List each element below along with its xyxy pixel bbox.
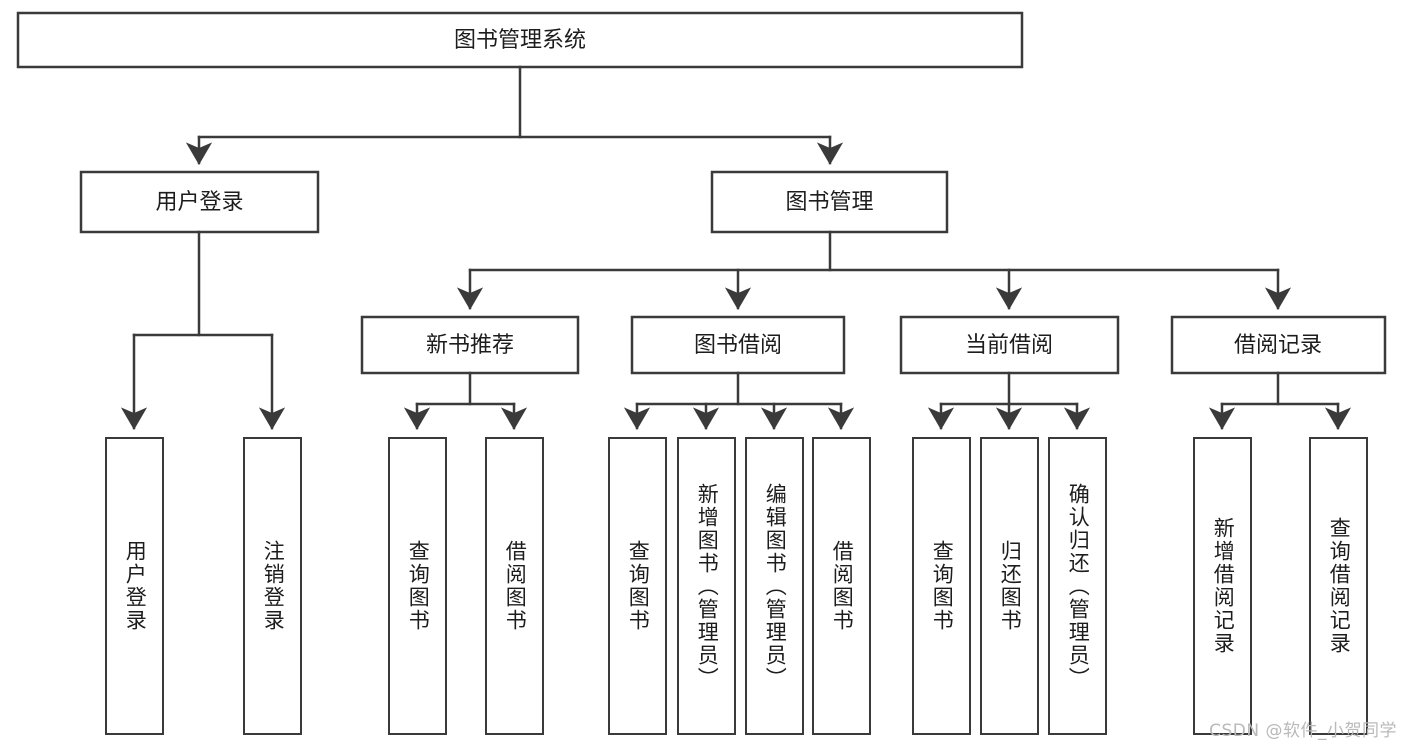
leaf-new-book-query-book[interactable]: 查询图书 (388, 437, 447, 735)
node-book-borrow-label: 图书借阅 (694, 333, 782, 358)
leaf-user-login-login[interactable]: 用户登录 (105, 437, 164, 735)
node-borrow-record[interactable]: 借阅记录 (1170, 315, 1387, 375)
leaf-book-borrow-query-book[interactable]: 查询图书 (608, 437, 667, 735)
leaf-book-borrow-edit-book-admin[interactable]: 编辑图书（管理员） (745, 437, 804, 735)
connector-root-to-level2 (185, 65, 844, 165)
leaf-label: 确认归还（管理员） (1066, 482, 1091, 690)
leaf-current-borrow-return-book[interactable]: 归还图书 (980, 437, 1039, 735)
leaf-borrow-record-add-record[interactable]: 新增借阅记录 (1193, 437, 1252, 735)
leaf-book-borrow-add-book-admin[interactable]: 新增图书（管理员） (677, 437, 736, 735)
leaf-label: 查询借阅记录 (1327, 517, 1352, 655)
leaf-label: 查询图书 (930, 540, 955, 632)
connector-borrow-record-to-leaves (1208, 371, 1352, 430)
leaf-label: 归还图书 (998, 540, 1023, 632)
node-book-borrow[interactable]: 图书借阅 (630, 315, 846, 375)
leaf-label: 编辑图书（管理员） (763, 482, 788, 690)
leaf-new-book-borrow-book[interactable]: 借阅图书 (485, 437, 544, 735)
node-user-login[interactable]: 用户登录 (79, 170, 320, 234)
connector-current-borrow-to-leaves (927, 371, 1091, 430)
leaf-borrow-record-query-record[interactable]: 查询借阅记录 (1309, 437, 1368, 735)
leaf-label: 新增借阅记录 (1211, 517, 1236, 655)
node-root-label: 图书管理系统 (454, 28, 586, 53)
node-new-book-recommend-label: 新书推荐 (426, 333, 514, 358)
connector-book-management-to-level3 (456, 230, 1292, 310)
leaf-current-borrow-query-book[interactable]: 查询图书 (912, 437, 971, 735)
node-current-borrow-label: 当前借阅 (965, 333, 1053, 358)
connector-book-borrow-to-leaves (623, 371, 855, 430)
node-user-login-label: 用户登录 (155, 190, 243, 215)
leaf-book-borrow-borrow-book[interactable]: 借阅图书 (812, 437, 871, 735)
node-new-book-recommend[interactable]: 新书推荐 (360, 315, 580, 375)
connector-user-login-to-leaves (120, 230, 286, 430)
leaf-label: 借阅图书 (503, 540, 528, 632)
watermark-text: CSDN @软件_小贺同学 (1209, 721, 1397, 741)
leaf-label: 新增图书（管理员） (695, 482, 720, 690)
connector-new-book-to-leaves (403, 371, 528, 430)
node-book-management-label: 图书管理 (785, 190, 873, 215)
leaf-label: 借阅图书 (830, 540, 855, 632)
node-current-borrow[interactable]: 当前借阅 (899, 315, 1120, 375)
leaf-user-login-logout[interactable]: 注销登录 (243, 437, 302, 735)
node-borrow-record-label: 借阅记录 (1234, 333, 1322, 358)
leaf-label: 注销登录 (261, 540, 286, 632)
leaf-current-borrow-confirm-return-admin[interactable]: 确认归还（管理员） (1048, 437, 1107, 735)
leaf-label: 查询图书 (406, 540, 431, 632)
leaf-label: 查询图书 (626, 540, 651, 632)
node-book-management[interactable]: 图书管理 (710, 170, 949, 234)
node-root[interactable]: 图书管理系统 (16, 11, 1024, 69)
leaf-label: 用户登录 (123, 540, 148, 632)
